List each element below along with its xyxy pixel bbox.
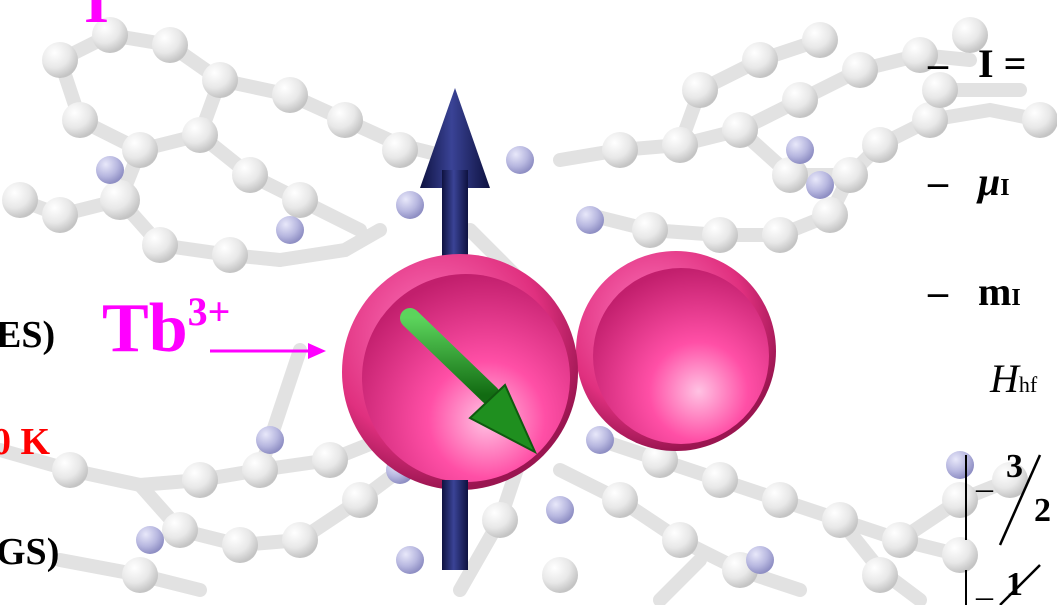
top-left-fragment: I <box>84 0 109 36</box>
list-item-spin: – I = <box>928 40 1026 87</box>
fraction-slash-2 <box>999 564 1041 605</box>
ion-label: Tb3+ <box>102 288 230 369</box>
ket-numerator-2: 1 <box>1006 566 1023 603</box>
ket-numerator: 3 <box>1006 448 1023 485</box>
hamiltonian-sub: hf <box>1018 372 1038 397</box>
ket-denominator: 2 <box>1034 492 1051 529</box>
excited-state-label: ES) <box>0 314 56 356</box>
right-ion-sphere <box>576 251 776 451</box>
pointer-arrow <box>210 343 326 359</box>
list-item-projection: – mI <box>928 268 1021 315</box>
ket-minus-1: – <box>976 578 993 616</box>
ion-symbol: Tb <box>102 290 188 367</box>
nuclear-spin-arrow-bottom <box>442 480 468 570</box>
ground-state-label: GS) <box>0 531 60 573</box>
list-dash: – <box>928 269 948 314</box>
spin-label: I = <box>978 41 1027 86</box>
hamiltonian: Hhf <box>990 355 1037 402</box>
nuclear-spin-arrow-top <box>442 170 468 246</box>
nitrogen-atoms <box>96 136 974 574</box>
fraction-slash <box>998 454 1042 546</box>
list-dash: – <box>928 159 948 204</box>
ion-charge: 3+ <box>187 289 231 334</box>
temperature-label: 0 K <box>0 421 51 463</box>
projection-sub: I <box>1011 285 1021 311</box>
ket-minus: – <box>976 470 993 507</box>
carbon-atoms <box>2 17 1057 593</box>
ket-minus: – <box>976 578 993 615</box>
list-dash: – <box>928 41 948 86</box>
ket-minus-3-2: – <box>976 470 993 508</box>
moment-symbol: μ <box>978 159 1001 204</box>
projection-symbol: m <box>978 269 1012 314</box>
list-item-moment: – μI <box>928 158 1010 205</box>
moment-sub: I <box>1000 175 1010 201</box>
electron-spin-arrow <box>400 308 538 455</box>
hamiltonian-symbol: H <box>990 356 1019 401</box>
